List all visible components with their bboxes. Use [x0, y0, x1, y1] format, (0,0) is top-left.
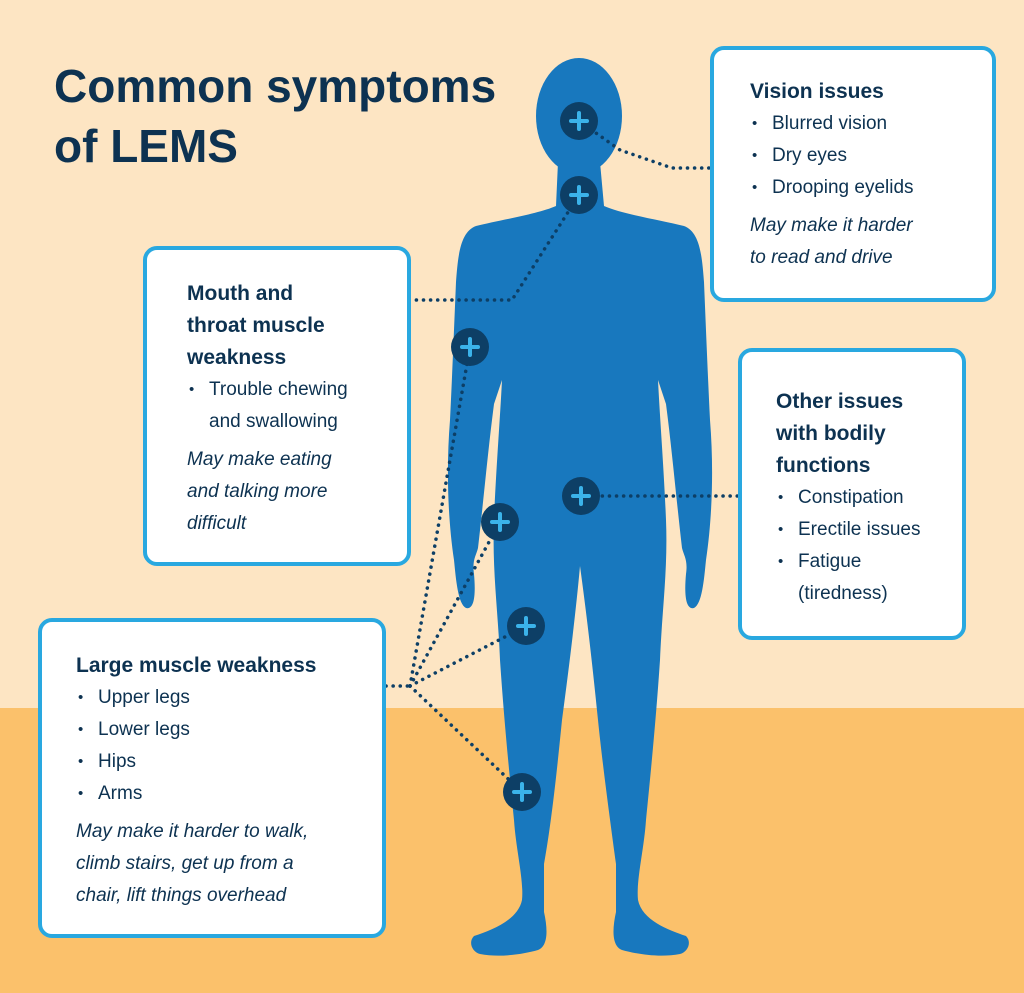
other-list: Constipation Erectile issues Fatigue (ti…: [776, 482, 962, 610]
item-line: and swallowing: [209, 411, 338, 432]
vision-connector: [577, 119, 712, 170]
heading-line: throat muscle: [187, 314, 325, 337]
heading-line: weakness: [187, 346, 287, 369]
other-heading: Other issues with bodily functions: [776, 386, 962, 482]
hip-plus-circle-icon: [481, 503, 519, 541]
mouth-heading: Mouth and throat muscle weakness: [187, 278, 407, 374]
list-item: Constipation: [776, 482, 962, 514]
note-line: to read and drive: [750, 247, 893, 268]
symptom-markers: [451, 102, 600, 811]
list-item: Drooping eyelids: [750, 172, 992, 204]
title-line-2: of LEMS: [54, 120, 238, 172]
page-title: Common symptoms of LEMS: [54, 56, 496, 176]
large-muscle-card: Large muscle weakness Upper legs Lower l…: [38, 618, 386, 938]
list-item: Lower legs: [76, 714, 382, 746]
large-list: Upper legs Lower legs Hips Arms: [76, 682, 382, 810]
mouth-connector: [409, 193, 581, 302]
heading-line: Mouth and: [187, 282, 294, 305]
heading-line: functions: [776, 454, 871, 477]
arm-plus-circle-icon: [451, 328, 489, 366]
vision-heading: Vision issues: [750, 80, 884, 103]
list-item: Fatigue (tiredness): [776, 546, 962, 610]
mouth-list: Trouble chewing and swallowing: [187, 374, 407, 438]
note-line: chair, lift things overhead: [76, 885, 287, 906]
lower-leg-connector: [408, 684, 524, 794]
vision-list: Blurred vision Dry eyes Drooping eyelids: [750, 108, 992, 204]
connector-lines: [384, 119, 740, 794]
note-line: difficult: [187, 513, 247, 534]
list-item: Blurred vision: [750, 108, 992, 140]
torso-and-legs: [447, 162, 713, 956]
mouth-note: May make eating and talking more difficu…: [187, 444, 407, 540]
note-line: and talking more: [187, 481, 328, 502]
large-note: May make it harder to walk, climb stairs…: [76, 816, 382, 912]
heading-line: Other issues: [776, 390, 904, 413]
torso-plus-circle-icon: [562, 477, 600, 515]
list-item: Arms: [76, 778, 382, 810]
throat-plus-circle-icon: [560, 176, 598, 214]
vision-note: May make it harder to read and drive: [750, 210, 992, 274]
hip-connector: [408, 520, 502, 688]
head-plus-circle-icon: [560, 102, 598, 140]
note-line: May make eating: [187, 449, 332, 470]
item-line: (tiredness): [798, 583, 888, 604]
lower-leg-plus-circle-icon: [503, 773, 541, 811]
other-issues-card: Other issues with bodily functions Const…: [738, 348, 966, 640]
upper-leg-plus-circle-icon: [507, 607, 545, 645]
list-item: Trouble chewing and swallowing: [187, 374, 407, 438]
list-item: Erectile issues: [776, 514, 962, 546]
note-line: May make it harder: [750, 215, 913, 236]
arm-connector: [408, 345, 472, 688]
item-line: Trouble chewing: [209, 379, 348, 400]
upper-leg-connector: [408, 624, 528, 688]
list-item: Dry eyes: [750, 140, 992, 172]
vision-issues-card: Vision issues Blurred vision Dry eyes Dr…: [710, 46, 996, 302]
list-item: Hips: [76, 746, 382, 778]
heading-line: with bodily: [776, 422, 886, 445]
list-item: Upper legs: [76, 682, 382, 714]
large-heading: Large muscle weakness: [76, 654, 317, 677]
item-line: Fatigue: [798, 551, 862, 572]
mouth-throat-card: Mouth and throat muscle weakness Trouble…: [143, 246, 411, 566]
title-line-1: Common symptoms: [54, 60, 497, 112]
note-line: May make it harder to walk,: [76, 821, 309, 842]
note-line: climb stairs, get up from a: [76, 853, 294, 874]
